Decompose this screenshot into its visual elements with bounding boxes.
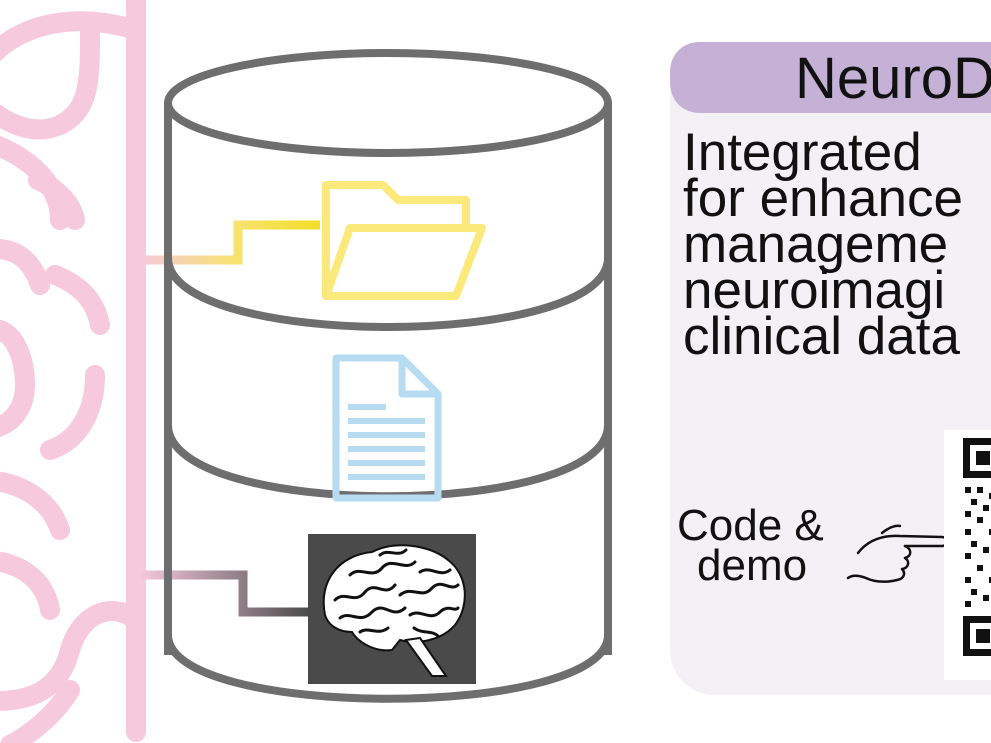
description-line: Integrated [683, 123, 922, 182]
code-demo-line-1: Code & [677, 501, 824, 550]
description-line: for enhance [683, 169, 963, 228]
database-cylinder-icon [164, 49, 612, 703]
document-icon [332, 354, 442, 502]
info-panel [670, 42, 991, 695]
description-line: manageme [683, 215, 949, 274]
code-demo-label: Code & demo [677, 501, 824, 590]
description-line: clinical data [683, 307, 960, 366]
brain-outline-icon [0, 0, 146, 743]
folder-open-icon [322, 181, 486, 300]
panel-description: Integrated for enhance manageme neuroima… [683, 123, 963, 366]
brain-mri-icon [308, 534, 476, 684]
panel-title: NeuroD [795, 46, 991, 111]
title-pill [670, 42, 991, 113]
qr-code-icon[interactable] [944, 430, 991, 680]
description-line: neuroimagi [683, 261, 946, 320]
code-demo-line-2: demo [697, 541, 808, 590]
